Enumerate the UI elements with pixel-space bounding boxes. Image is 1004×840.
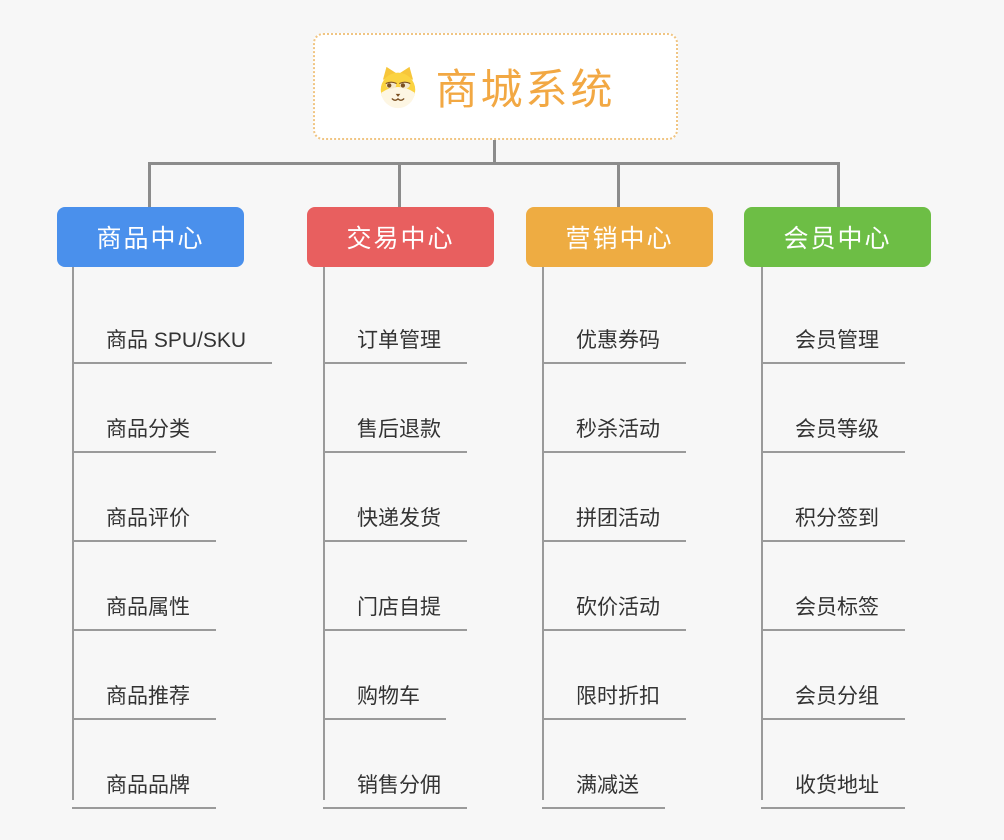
subtopic-limited-time-discount[interactable]: 限时折扣	[542, 670, 686, 720]
root-node[interactable]: 商城系统	[313, 33, 678, 140]
subtopic-order-management[interactable]: 订单管理	[323, 314, 467, 364]
trunk-line-product-center	[72, 267, 74, 800]
subtopic-product-brand[interactable]: 商品品牌	[72, 759, 216, 809]
subtopic-product-review[interactable]: 商品评价	[72, 492, 216, 542]
trunk-line-member-center	[761, 267, 763, 800]
branch-node-member-center[interactable]: 会员中心	[744, 207, 931, 267]
connector-drop-trade	[398, 162, 401, 208]
subtopic-points-checkin[interactable]: 积分签到	[761, 492, 905, 542]
subtopic-full-reduction[interactable]: 满减送	[542, 759, 665, 809]
subtopic-bargain-activity[interactable]: 砍价活动	[542, 581, 686, 631]
trunk-line-trade-center	[323, 267, 325, 800]
branch-node-marketing-center[interactable]: 营销中心	[526, 207, 713, 267]
subtopic-member-group[interactable]: 会员分组	[761, 670, 905, 720]
branch-node-trade-center[interactable]: 交易中心	[307, 207, 494, 267]
connector-root-stub	[493, 140, 496, 164]
connector-drop-members	[837, 162, 840, 208]
subtopic-flash-sale[interactable]: 秒杀活动	[542, 403, 686, 453]
subtopic-product-category[interactable]: 商品分类	[72, 403, 216, 453]
dog-icon	[375, 64, 421, 110]
connector-horizontal-bar	[148, 162, 840, 165]
subtopic-shipping-address[interactable]: 收货地址	[761, 759, 905, 809]
subtopic-group-buy[interactable]: 拼团活动	[542, 492, 686, 542]
subtopic-coupon-code[interactable]: 优惠券码	[542, 314, 686, 364]
connector-drop-marketing	[617, 162, 620, 208]
subtopic-sales-commission[interactable]: 销售分佣	[323, 759, 467, 809]
subtopic-product-recommend[interactable]: 商品推荐	[72, 670, 216, 720]
subtopic-product-spu-sku[interactable]: 商品 SPU/SKU	[72, 314, 273, 364]
root-title: 商城系统	[435, 66, 616, 113]
subtopic-express-delivery[interactable]: 快递发货	[323, 492, 467, 542]
subtopic-member-management[interactable]: 会员管理	[761, 314, 905, 364]
subtopic-store-pickup[interactable]: 门店自提	[323, 581, 467, 631]
trunk-line-marketing-center	[542, 267, 544, 800]
branch-node-product-center[interactable]: 商品中心	[57, 207, 244, 267]
subtopic-member-level[interactable]: 会员等级	[761, 403, 905, 453]
connector-drop-products	[148, 162, 151, 208]
subtopic-member-tag[interactable]: 会员标签	[761, 581, 905, 631]
subtopic-shopping-cart[interactable]: 购物车	[323, 670, 446, 720]
subtopic-product-attribute[interactable]: 商品属性	[72, 581, 216, 631]
subtopic-aftersale-refund[interactable]: 售后退款	[323, 403, 467, 453]
